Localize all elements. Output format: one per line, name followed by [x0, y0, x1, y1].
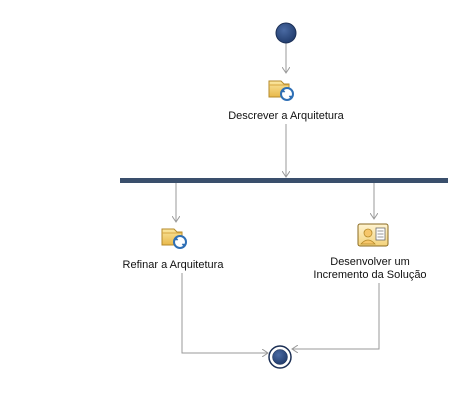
develop-label: Desenvolver um Incremento da Solução: [300, 256, 440, 282]
fork-bar[interactable]: [120, 178, 448, 183]
role-document-icon[interactable]: [357, 223, 389, 247]
initial-node[interactable]: [275, 22, 297, 44]
task-refresh-icon[interactable]: [268, 80, 294, 101]
edge-refine-to-end: [181, 273, 268, 353]
develop-label-line1: Desenvolver um: [330, 256, 410, 268]
edge-develop-to-end: [292, 283, 380, 349]
refine-label: Refinar a Arquitetura: [122, 259, 224, 271]
final-node[interactable]: [268, 345, 292, 369]
describe-label: Descrever a Arquitetura: [228, 110, 344, 122]
develop-label-line2: Incremento da Solução: [313, 269, 427, 281]
task-refresh-icon[interactable]: [161, 228, 187, 249]
